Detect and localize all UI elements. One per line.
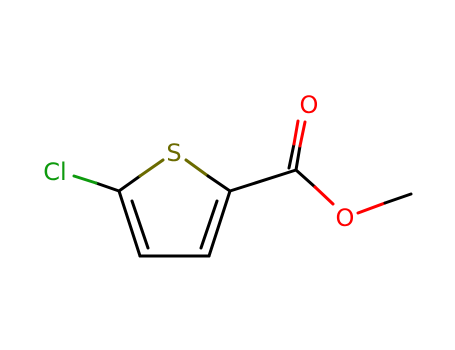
ester-oxygen-atom-label: O bbox=[336, 204, 355, 232]
bond-carbonyl-o-2-oxygen-half bbox=[292, 119, 300, 146]
bond-ester-o-methyl-oxygen-half bbox=[356, 201, 387, 215]
bond-s-c2-carbon-half bbox=[206, 174, 232, 193]
bond-c5-cl-carbon-half bbox=[94, 181, 121, 193]
bond-c2-carbonyl bbox=[228, 168, 298, 193]
bond-c5-s-carbon-half bbox=[117, 174, 142, 193]
bond-s-c2-sulfur-half bbox=[184, 158, 210, 178]
sulfur-atom-label: S bbox=[166, 139, 181, 167]
bond-carbonyl-o-1-oxygen-half bbox=[298, 120, 307, 148]
bond-c4-c5-inner bbox=[130, 199, 150, 250]
bond-c5-cl-chlorine-half bbox=[72, 174, 98, 185]
bond-carbonyl-o-2-carbon-half bbox=[287, 142, 296, 170]
bond-carbonyl-o-1-carbon-half bbox=[294, 144, 302, 172]
bond-c2-c3 bbox=[207, 189, 232, 258]
bond-carbonyl-ester-o-oxygen-half bbox=[313, 185, 335, 206]
bond-c2-c3-inner bbox=[199, 199, 219, 250]
bond-c5-s-sulfur-half bbox=[138, 158, 165, 178]
carbonyl-oxygen-atom-label: O bbox=[300, 91, 319, 119]
chlorine-atom-label: Cl bbox=[43, 158, 66, 186]
bond-ester-o-methyl-carbon-half bbox=[383, 192, 413, 205]
bond-carbonyl-ester-o-carbon-half bbox=[294, 168, 317, 189]
bond-c4-c5 bbox=[117, 189, 142, 258]
